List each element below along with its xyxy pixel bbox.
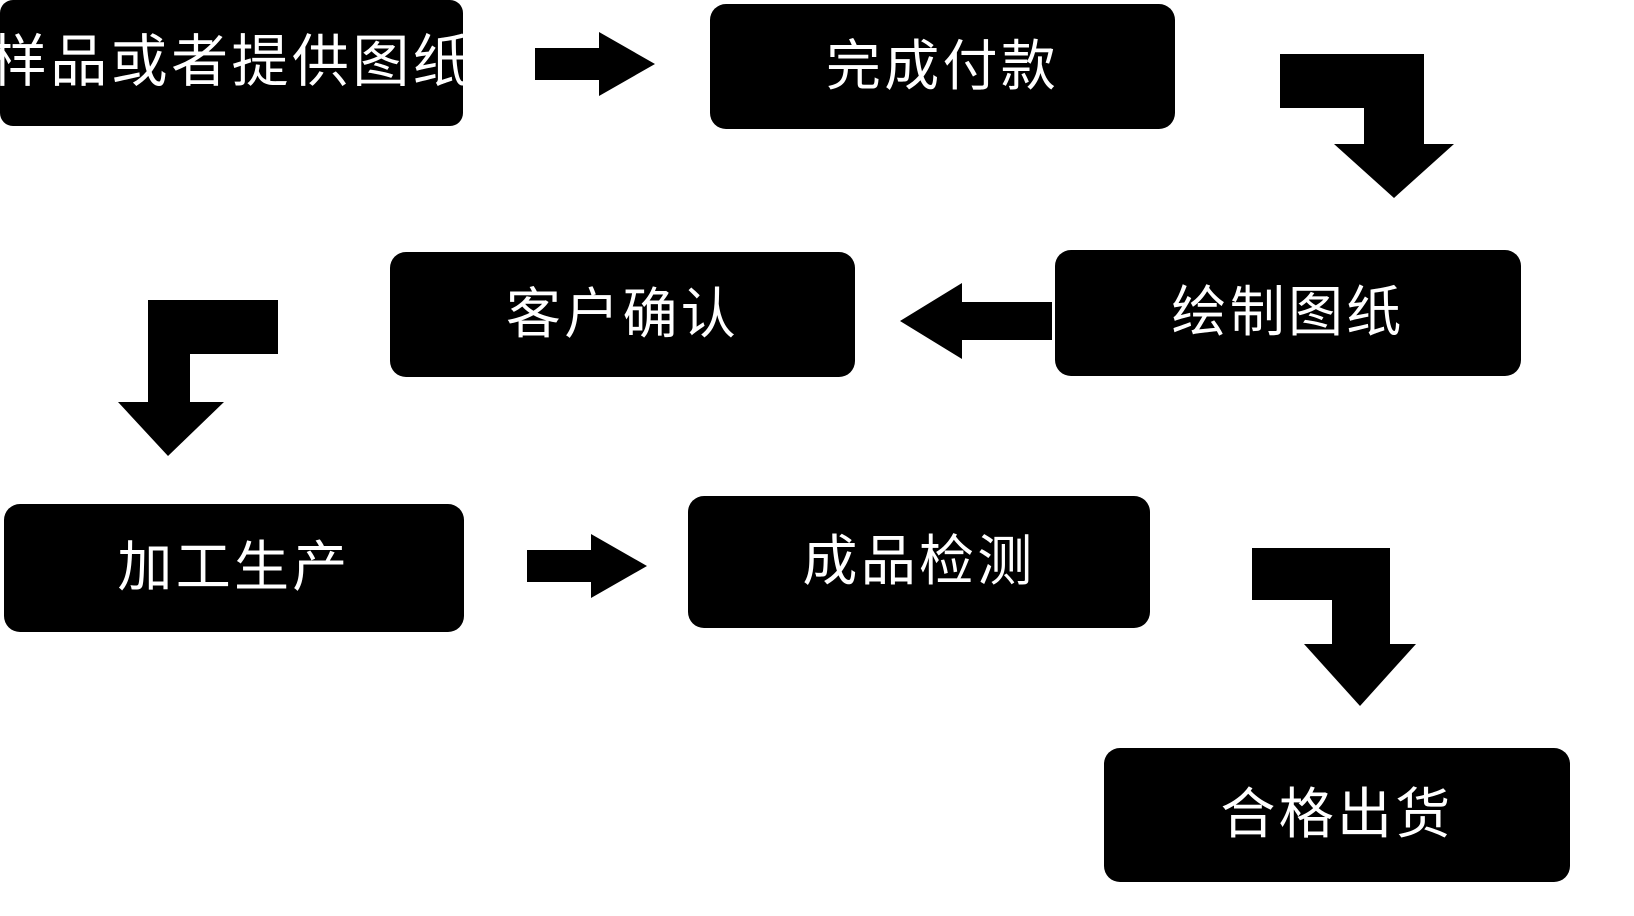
flow-node-produce-label: 加工生产 xyxy=(117,536,351,599)
arrow-elbow-right-down-icon xyxy=(1228,36,1454,198)
flow-node-inspect[interactable]: 成品检测 xyxy=(688,496,1150,628)
flow-node-drawing-label: 绘制图纸 xyxy=(1171,281,1405,344)
flow-node-inspect-label: 成品检测 xyxy=(802,530,1036,593)
flow-node-drawing[interactable]: 绘制图纸 xyxy=(1055,250,1521,376)
arrow-left-icon xyxy=(900,283,1052,359)
flow-node-sample-label: 样品或者提供图纸 xyxy=(0,30,474,95)
flow-node-confirm-label: 客户确认 xyxy=(505,282,740,345)
flow-node-payment-label: 完成付款 xyxy=(825,34,1060,97)
flow-node-produce[interactable]: 加工生产 xyxy=(4,504,464,632)
flow-node-ship[interactable]: 合格出货 xyxy=(1104,748,1570,882)
arrow-elbow-left-down-icon xyxy=(118,292,296,456)
flow-node-confirm[interactable]: 客户确认 xyxy=(390,252,855,377)
arrow-right-icon xyxy=(535,32,655,96)
flow-node-payment[interactable]: 完成付款 xyxy=(710,4,1175,129)
flow-node-sample[interactable]: 样品或者提供图纸 xyxy=(0,0,470,126)
arrow-right-icon xyxy=(527,534,647,598)
flow-node-ship-label: 合格出货 xyxy=(1220,783,1454,846)
arrow-elbow-right-down-icon xyxy=(1240,540,1416,706)
